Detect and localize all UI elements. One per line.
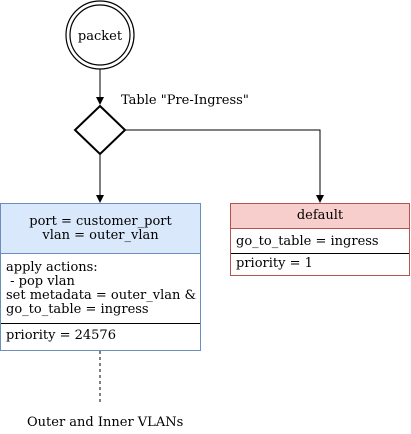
decision-diamond: [73, 104, 127, 156]
left-entry-match: port = customer_port vlan = outer_vlan: [1, 204, 200, 254]
left-entry-action-line-4: go_to_table = ingress: [6, 302, 149, 317]
left-entry-priority: priority = 24576: [6, 329, 116, 343]
default-flow-entry: default go_to_table = ingress priority =…: [230, 203, 410, 276]
default-entry-priority: priority = 1: [236, 257, 313, 271]
left-entry-actions: apply actions: - pop vlan set metadata =…: [1, 261, 200, 321]
footer-label: Outer and Inner VLANs: [27, 415, 184, 430]
start-node-label: packet: [78, 29, 123, 44]
default-entry-divider: [231, 253, 409, 254]
left-entry-action-line-1: apply actions:: [6, 261, 98, 275]
left-flow-entry: port = customer_port vlan = outer_vlan a…: [0, 203, 201, 351]
left-entry-action-line-2: - pop vlan: [6, 274, 75, 289]
left-entry-action-line-3: set metadata = outer_vlan & 0:: [6, 288, 200, 303]
default-entry-goto: go_to_table = ingress: [236, 235, 379, 249]
left-entry-match-line-2: vlan = outer_vlan: [42, 227, 159, 243]
decision-label: Table "Pre-Ingress": [121, 93, 249, 108]
start-node: packet: [65, 0, 135, 70]
left-entry-divider: [1, 323, 200, 324]
default-entry-title: default: [231, 204, 409, 229]
left-entry-match-line-1: port = customer_port: [29, 213, 172, 229]
arrow-decision-to-default: [125, 129, 324, 203]
